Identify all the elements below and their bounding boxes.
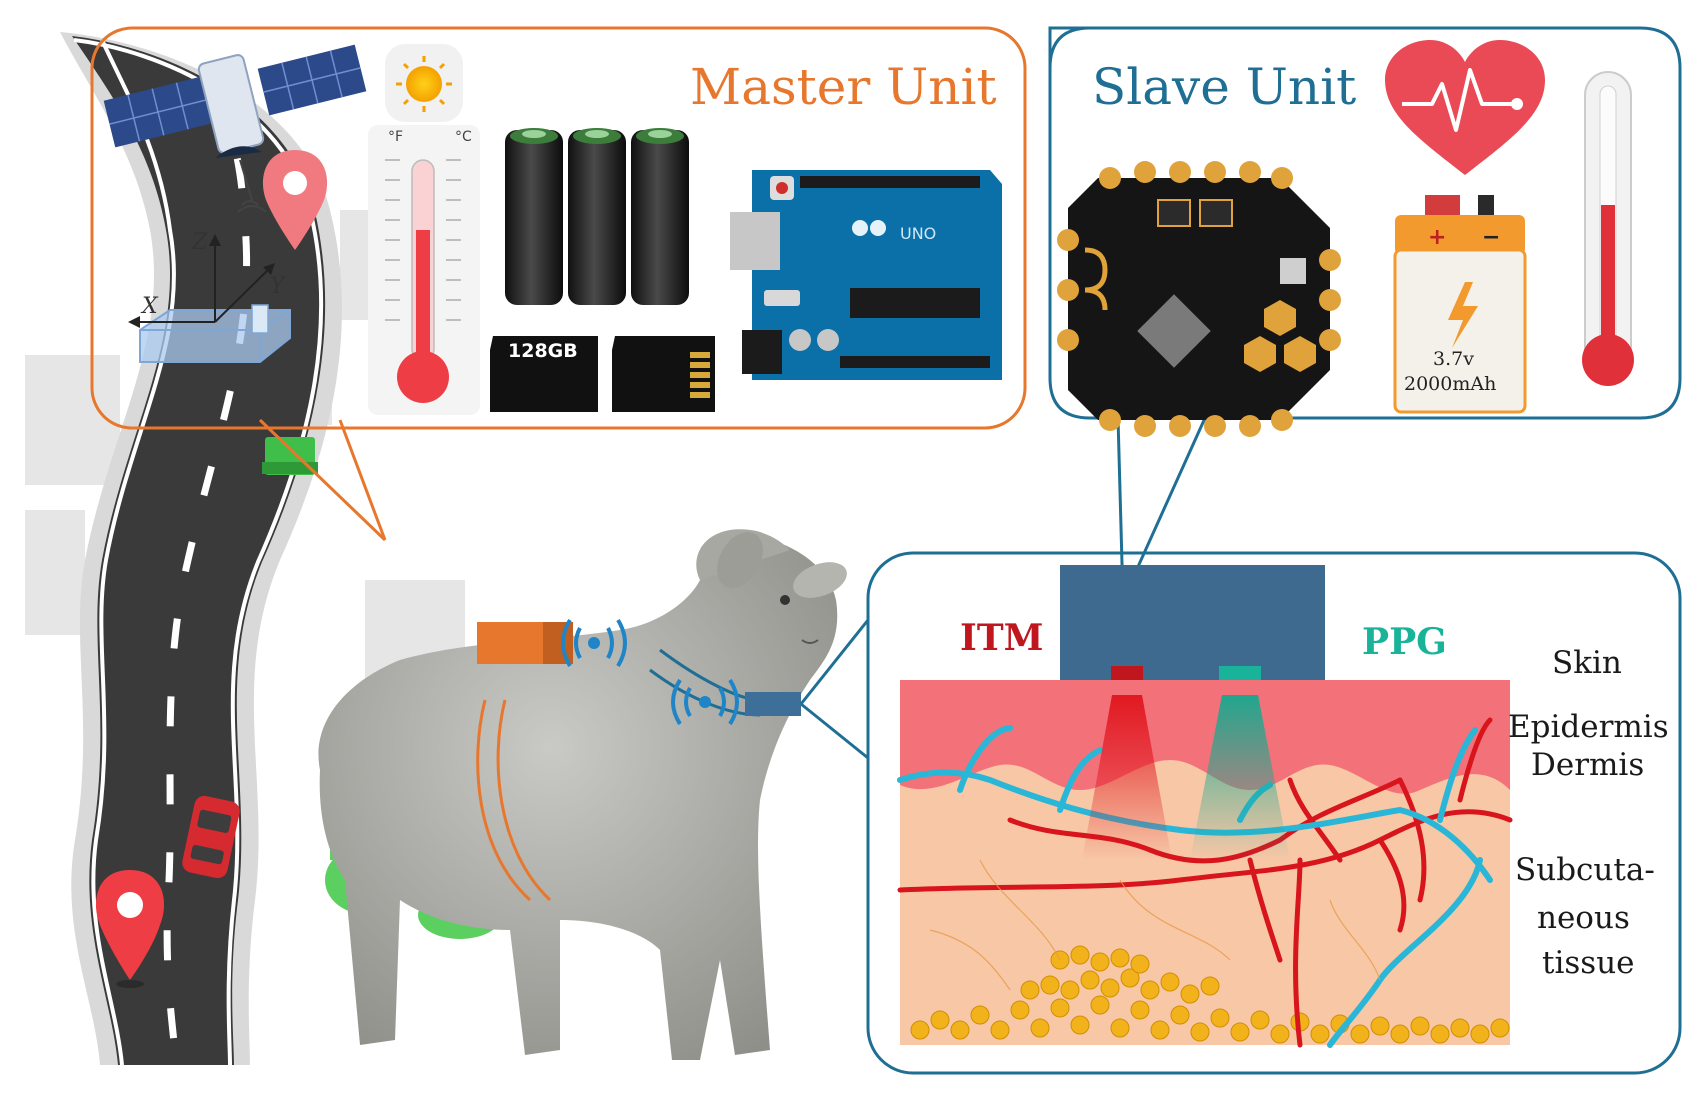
celsius-label: °C xyxy=(455,129,472,145)
battery-pack-icon: + − xyxy=(1393,195,1527,414)
car xyxy=(182,795,240,879)
slave-thermometer-icon xyxy=(1582,71,1634,386)
gps-pin-icon xyxy=(262,150,328,250)
slave-unit-title: Slave Unit xyxy=(1092,58,1357,116)
dermis-label: Dermis xyxy=(1531,747,1645,783)
ppg-sensor xyxy=(1219,666,1261,680)
slave-device-on-sheep xyxy=(649,619,870,760)
sheep-illustration xyxy=(318,529,847,1060)
skin-label: Skin xyxy=(1552,645,1622,681)
skin-cross-section xyxy=(897,565,1513,1048)
master-device-on-sheep xyxy=(476,618,627,902)
sd-card-icon xyxy=(490,336,715,412)
skin-cross-section-frame xyxy=(866,551,1682,1075)
sd-card-label: 128GB xyxy=(508,340,578,362)
sensor-housing xyxy=(1060,565,1325,680)
thermometer-icon xyxy=(368,125,480,415)
subcutaneous-label-line2: neous xyxy=(1537,900,1630,936)
itm-label: ITM xyxy=(960,617,1044,659)
satellite-icon xyxy=(103,44,367,213)
axis-x-label: X xyxy=(142,294,158,319)
ppg-beam xyxy=(1190,695,1290,860)
slave-pcb-board-icon xyxy=(1057,161,1341,437)
arduino-uno-board-icon xyxy=(730,170,1002,380)
axis-z-label: Z xyxy=(192,230,208,255)
capillaries xyxy=(929,859,1381,991)
heart-rate-icon xyxy=(1385,40,1545,175)
master-callout-pointer xyxy=(258,418,387,542)
ppg-label: PPG xyxy=(1362,621,1447,663)
battery-voltage-label: 3.7v xyxy=(1433,348,1474,370)
epidermis-label: Epidermis xyxy=(1508,709,1669,745)
location-pin-icon xyxy=(95,870,165,988)
accelerometer-icon xyxy=(128,234,291,363)
master-unit-title: Master Unit xyxy=(690,58,997,116)
itm-beam xyxy=(1082,695,1172,860)
fahrenheit-label: °F xyxy=(388,129,404,145)
master-unit-frame xyxy=(90,26,1027,430)
itm-sensor xyxy=(1111,666,1143,680)
svg-text:+: + xyxy=(1428,225,1446,250)
axis-y-label: Y xyxy=(270,274,285,299)
battery-cells-icon xyxy=(505,128,689,305)
subcutaneous-label-line1: Subcuta- xyxy=(1515,852,1655,888)
svg-text:−: − xyxy=(1482,225,1500,250)
uno-board-label: UNO xyxy=(900,224,937,243)
sun-icon xyxy=(385,44,463,122)
battery-capacity-label: 2000mAh xyxy=(1404,373,1497,395)
road xyxy=(60,32,342,1066)
green-marker xyxy=(262,437,318,475)
subcutaneous-label-line3: tissue xyxy=(1542,945,1635,981)
